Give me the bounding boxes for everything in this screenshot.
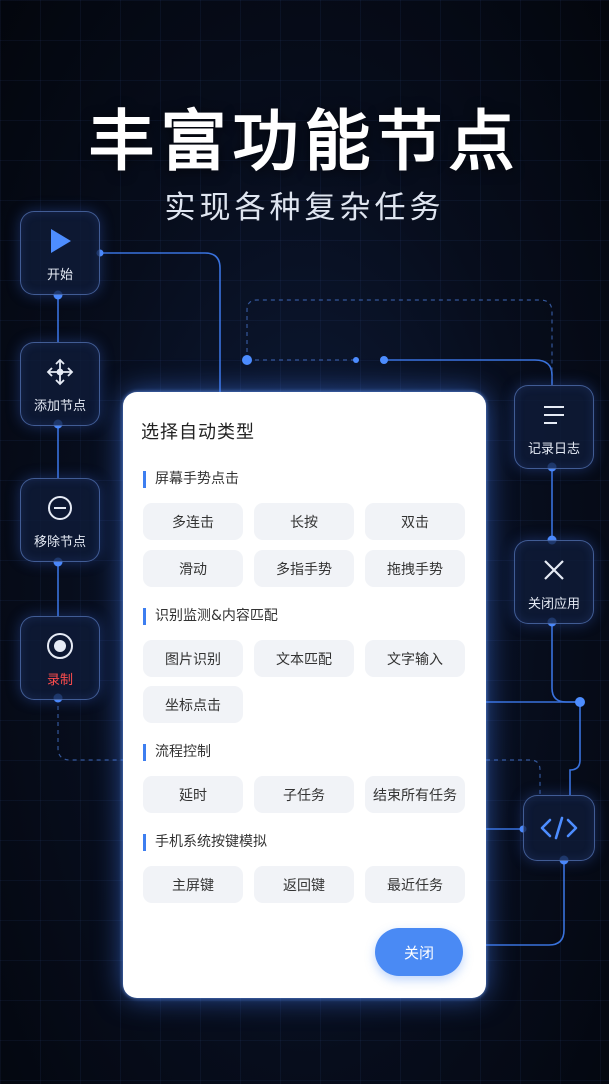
- code-icon: [539, 811, 579, 845]
- node-log-label: 记录日志: [527, 441, 580, 457]
- record-icon: [45, 629, 75, 663]
- option-text-match[interactable]: 文本匹配: [254, 640, 354, 677]
- option-recent-tasks[interactable]: 最近任务: [365, 866, 465, 903]
- move-arrows-icon: [45, 355, 75, 389]
- option-subtask[interactable]: 子任务: [254, 776, 354, 813]
- option-home-key[interactable]: 主屏键: [143, 866, 243, 903]
- option-multi-finger[interactable]: 多指手势: [254, 550, 354, 587]
- option-delay[interactable]: 延时: [143, 776, 243, 813]
- option-double-tap[interactable]: 双击: [365, 503, 465, 540]
- option-multi-tap[interactable]: 多连击: [143, 503, 243, 540]
- dialog-title: 选择自动类型: [141, 422, 255, 443]
- option-swipe[interactable]: 滑动: [143, 550, 243, 587]
- node-log[interactable]: 记录日志: [514, 385, 594, 469]
- list-icon: [541, 398, 567, 432]
- option-long-press[interactable]: 长按: [254, 503, 354, 540]
- close-button[interactable]: 关闭: [375, 928, 463, 976]
- section-screen-gesture: 屏幕手势点击: [143, 471, 239, 488]
- select-auto-type-dialog: 选择自动类型 屏幕手势点击 多连击 长按 双击 滑动 多指手势 拖拽手势 识别监…: [123, 392, 486, 998]
- section-recognition: 识别监测&内容匹配: [143, 608, 278, 625]
- page-subtitle: 实现各种复杂任务: [164, 190, 445, 226]
- option-end-all-tasks[interactable]: 结束所有任务: [365, 776, 465, 813]
- option-coordinate-click[interactable]: 坐标点击: [143, 686, 243, 723]
- option-text-input[interactable]: 文字输入: [365, 640, 465, 677]
- play-icon: [47, 224, 73, 258]
- page-title: 丰富功能节点: [88, 103, 521, 180]
- node-close-app[interactable]: 关闭应用: [514, 540, 594, 624]
- node-add[interactable]: 添加节点: [20, 342, 100, 426]
- option-back-key[interactable]: 返回键: [254, 866, 354, 903]
- node-remove[interactable]: 移除节点: [20, 478, 100, 562]
- node-record-label: 录制: [46, 672, 73, 688]
- section-flow-control: 流程控制: [143, 744, 211, 761]
- section-system-keys: 手机系统按键模拟: [143, 834, 267, 851]
- node-code[interactable]: [523, 795, 595, 861]
- node-record[interactable]: 录制: [20, 616, 100, 700]
- node-start-label: 开始: [46, 267, 73, 283]
- node-add-label: 添加节点: [33, 398, 86, 414]
- option-drag[interactable]: 拖拽手势: [365, 550, 465, 587]
- node-remove-label: 移除节点: [33, 534, 86, 550]
- node-start[interactable]: 开始: [20, 211, 100, 295]
- close-icon: [541, 553, 567, 587]
- minus-circle-icon: [46, 491, 74, 525]
- node-close-app-label: 关闭应用: [527, 596, 580, 612]
- option-image-recognition[interactable]: 图片识别: [143, 640, 243, 677]
